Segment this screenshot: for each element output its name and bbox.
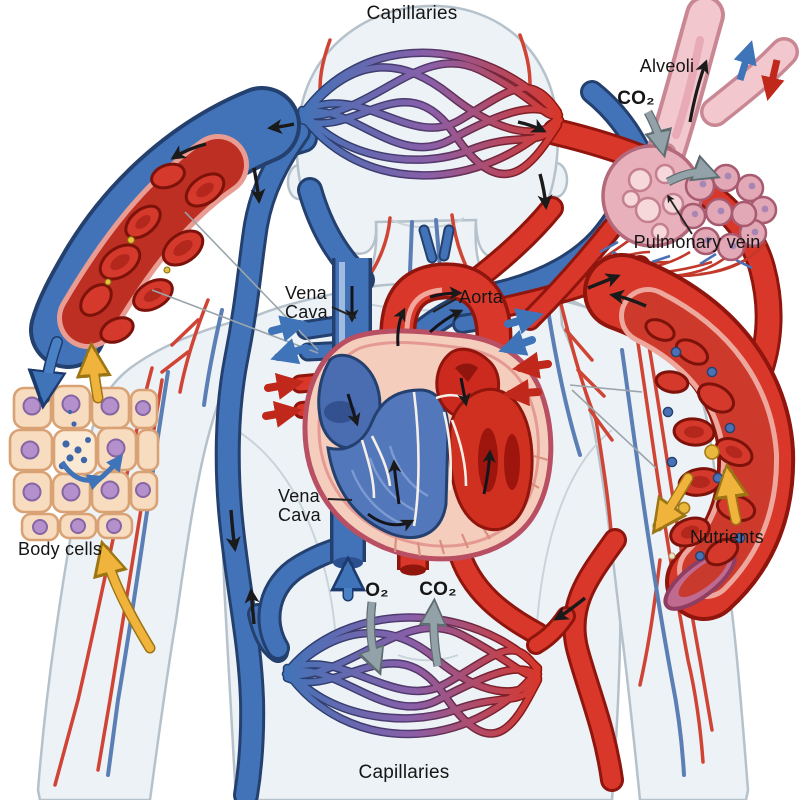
flow-arrow-icons	[225, 118, 621, 625]
cell-transfer-arrow-icons	[59, 453, 124, 491]
heart-illustration	[290, 258, 554, 576]
label-aorta: Aorta	[459, 287, 504, 307]
label-capillaries-bottom: Capillaries	[358, 762, 450, 783]
pulmonary-vein-leader-line	[667, 194, 693, 235]
label-capillaries-top: Capillaries	[366, 3, 458, 24]
label-o2-lower: O₂	[365, 580, 389, 601]
label-vena-cava-lower-line2: Cava	[278, 505, 321, 526]
heart-flow-arrow-icons	[345, 286, 496, 532]
vein-cutaway-illustration	[29, 86, 301, 369]
gas-exchange-arrow-icons	[357, 597, 448, 677]
artery-cutaway-illustration	[583, 253, 796, 621]
label-co2-upper: CO₂	[617, 88, 655, 109]
blood-flow-arrow-icon	[170, 142, 207, 160]
nutrient-arrow-icons	[75, 341, 750, 654]
inhale-arrow-icon	[733, 40, 757, 82]
blood-gas-arrow-icons	[262, 308, 552, 428]
alveoli-illustration	[597, 0, 799, 278]
blood-flow-arrow-icon	[609, 289, 647, 308]
label-leader-lines	[327, 298, 457, 501]
capillary-mesh-bottom	[281, 613, 543, 739]
exhale-arrow-icon	[761, 59, 785, 101]
capillary-mesh-top	[295, 48, 565, 180]
label-vena-cava-upper-line1: Vena	[285, 283, 327, 303]
airflow-arrow-icon	[688, 59, 709, 123]
label-vena-cava-lower-line1: Vena	[278, 486, 320, 506]
label-body-cells: Body cells	[18, 539, 103, 559]
label-co2-lower: CO₂	[419, 579, 457, 600]
label-vena-cava-upper-line2: Cava	[285, 302, 328, 323]
label-vena-cava-upper: Vena Cava	[285, 283, 328, 323]
label-vena-cava-lower: Vena Cava	[278, 486, 321, 526]
label-pulmonary-vein: Pulmonary vein	[633, 232, 761, 252]
blue-flow-arrow-icons	[27, 336, 367, 602]
label-nutrients: Nutrients	[690, 527, 764, 547]
label-alveoli: Alveoli	[639, 56, 695, 76]
alveoli-gas-arrow-icons	[644, 40, 785, 187]
